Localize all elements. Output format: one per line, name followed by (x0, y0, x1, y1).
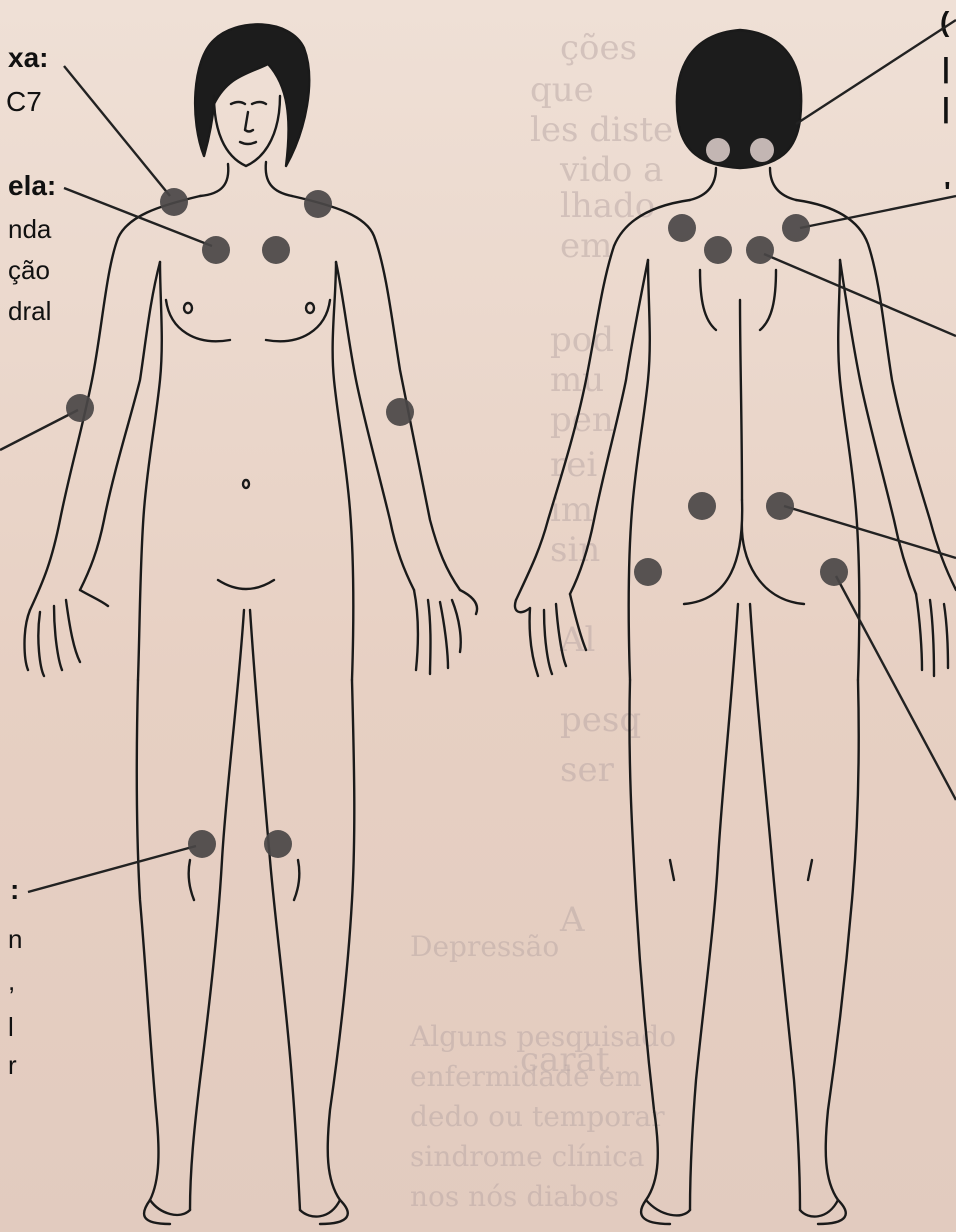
leader-trapezius (800, 196, 956, 228)
tender-point-knee-left (188, 830, 216, 858)
tender-point-trochanter-left (634, 558, 662, 586)
tender-point-elbow-right (386, 398, 414, 426)
leader-occiput (796, 20, 956, 124)
tender-point-trapezius-left (668, 214, 696, 242)
tender-point-occiput-right (750, 138, 774, 162)
tender-point-trochanter-right (820, 558, 848, 586)
tender-point-second-rib-left (202, 236, 230, 264)
leader-second-rib (64, 188, 212, 246)
tender-point-supraspinatus-right (746, 236, 774, 264)
leader-elbow (0, 410, 78, 450)
tender-point-low-cervical-right (304, 190, 332, 218)
tender-point-second-rib-right (262, 236, 290, 264)
leader-gluteal (784, 506, 956, 558)
leader-supraspinatus (764, 254, 956, 336)
tender-point-occiput-left (706, 138, 730, 162)
tender-point-gluteal-right (766, 492, 794, 520)
leader-lines (0, 20, 956, 892)
tender-point-low-cervical-left (160, 188, 188, 216)
leader-low-cervical (64, 66, 170, 196)
tender-point-trapezius-right (782, 214, 810, 242)
front-body-figure (25, 24, 478, 1224)
tender-point-gluteal-left (688, 492, 716, 520)
leader-knee (28, 846, 196, 892)
tender-point-supraspinatus-left (704, 236, 732, 264)
leader-greater-trochanter (836, 576, 956, 800)
tender-point-knee-right (264, 830, 292, 858)
tender-point-elbow-left (66, 394, 94, 422)
tender-points (66, 138, 848, 858)
